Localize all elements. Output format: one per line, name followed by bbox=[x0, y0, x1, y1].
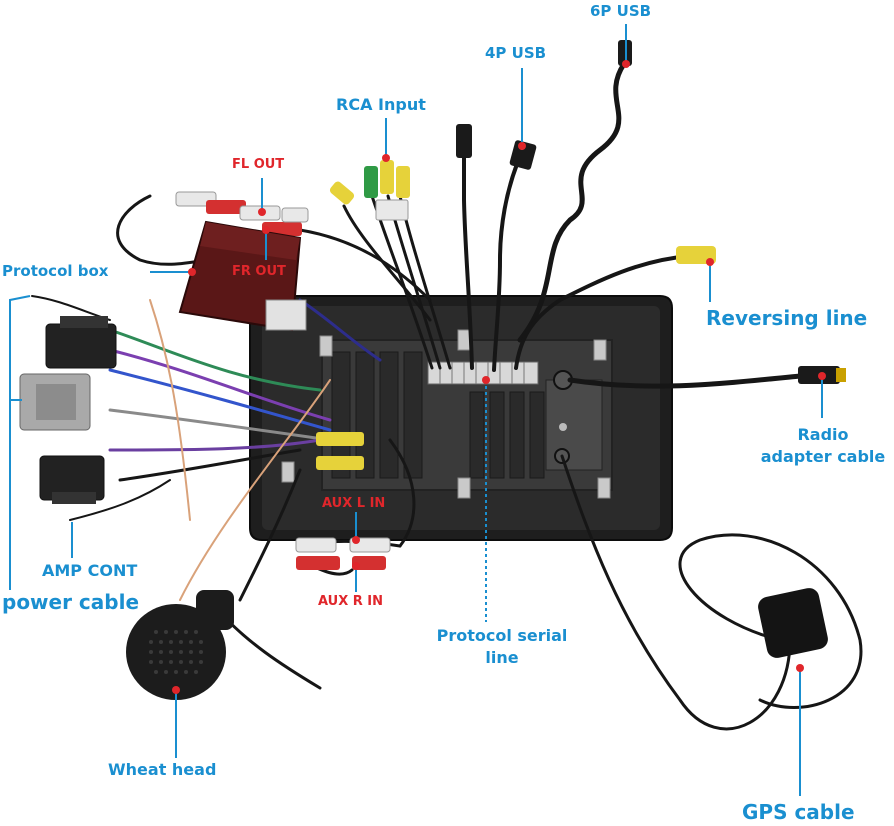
label-rca-input: RCA Input bbox=[336, 95, 426, 114]
power-connectors bbox=[19, 316, 117, 504]
protocol-box bbox=[178, 220, 307, 332]
label-4p-usb: 4P USB bbox=[485, 44, 547, 62]
aux-rca-plugs bbox=[295, 537, 391, 570]
label-wheat-head: Wheat head bbox=[108, 760, 217, 779]
reversing-plug bbox=[676, 246, 716, 264]
label-aux-r-in: AUX R IN bbox=[318, 594, 384, 609]
label-protocol-serial-line1: Protocol serial bbox=[436, 626, 568, 645]
leader-lines bbox=[9, 24, 823, 796]
head-unit bbox=[249, 295, 673, 541]
leader-dots bbox=[172, 60, 826, 694]
usb-4p-plug bbox=[509, 140, 537, 170]
label-protocol-box: Protocol box bbox=[2, 262, 109, 280]
audio-jack bbox=[456, 124, 472, 158]
label-aux-l-in: AUX L IN bbox=[322, 496, 386, 511]
label-radio-adapter-line1: Radio bbox=[797, 425, 849, 444]
label-fr-out: FR OUT bbox=[232, 264, 286, 279]
rca-input-plugs bbox=[329, 160, 410, 221]
wheat-head-mic bbox=[126, 590, 234, 700]
label-protocol-serial: Protocol serial line bbox=[420, 625, 584, 669]
label-power-cable: power cable bbox=[2, 590, 140, 614]
av-plugs bbox=[316, 432, 364, 470]
label-reversing-line: Reversing line bbox=[706, 306, 868, 330]
label-6p-usb: 6P USB bbox=[590, 2, 652, 20]
label-fl-out: FL OUT bbox=[232, 157, 285, 172]
label-gps-cable: GPS cable bbox=[742, 800, 855, 824]
label-protocol-serial-line2: line bbox=[485, 648, 519, 667]
label-radio-adapter: Radio adapter cable bbox=[752, 424, 894, 468]
label-radio-adapter-line2: adapter cable bbox=[760, 447, 886, 466]
gps-antenna bbox=[758, 588, 828, 658]
label-amp-cont: AMP CONT bbox=[42, 561, 138, 580]
